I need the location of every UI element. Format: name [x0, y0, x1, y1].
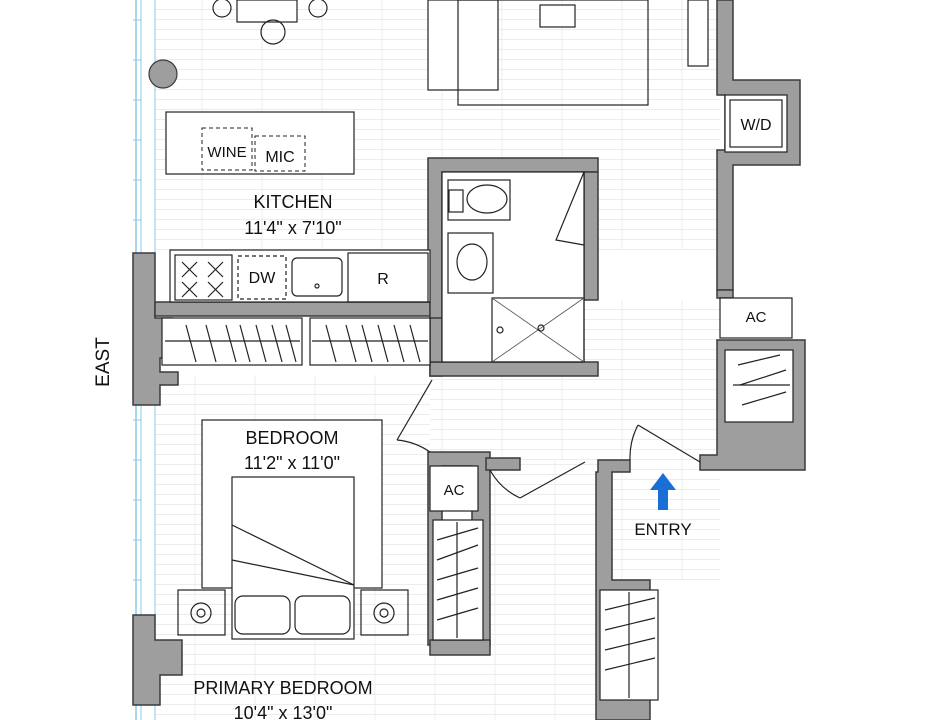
kitchen-counter — [169, 249, 431, 303]
kitchen-island — [165, 111, 355, 175]
dw-label: DW — [249, 270, 277, 287]
kitchen-closets — [161, 317, 431, 366]
fixture-labels: WINE MIC DW R W/D AC AC — [207, 117, 771, 499]
ac-right-label: AC — [746, 309, 767, 326]
kitchen-dims: 11'4" x 7'10" — [244, 218, 341, 238]
bedroom-name: BEDROOM — [245, 428, 338, 448]
doors — [396, 379, 701, 499]
right-closets — [719, 94, 794, 423]
mic-label: MIC — [265, 149, 294, 166]
room-labels: KITCHEN 11'4" x 7'10" BEDROOM 11'2" x 11… — [93, 192, 692, 720]
ac-center-label: AC — [444, 482, 465, 499]
kitchen-name: KITCHEN — [253, 192, 332, 212]
bathroom — [441, 171, 585, 363]
bedroom-closet — [429, 465, 659, 701]
wine-label: WINE — [207, 144, 246, 161]
orientation-label: EAST — [93, 337, 114, 387]
bedroom-furniture — [177, 419, 409, 640]
wd-label: W/D — [740, 117, 771, 134]
fridge-label: R — [377, 271, 389, 288]
bedroom-dims: 11'2" x 11'0" — [244, 453, 340, 473]
primary-bedroom-dims: 10'4" x 13'0" — [234, 703, 333, 720]
primary-bedroom-name: PRIMARY BEDROOM — [193, 678, 372, 698]
entry-arrow-icon — [650, 473, 676, 510]
living-furniture — [148, 0, 709, 106]
entry-label: ENTRY — [634, 520, 691, 539]
